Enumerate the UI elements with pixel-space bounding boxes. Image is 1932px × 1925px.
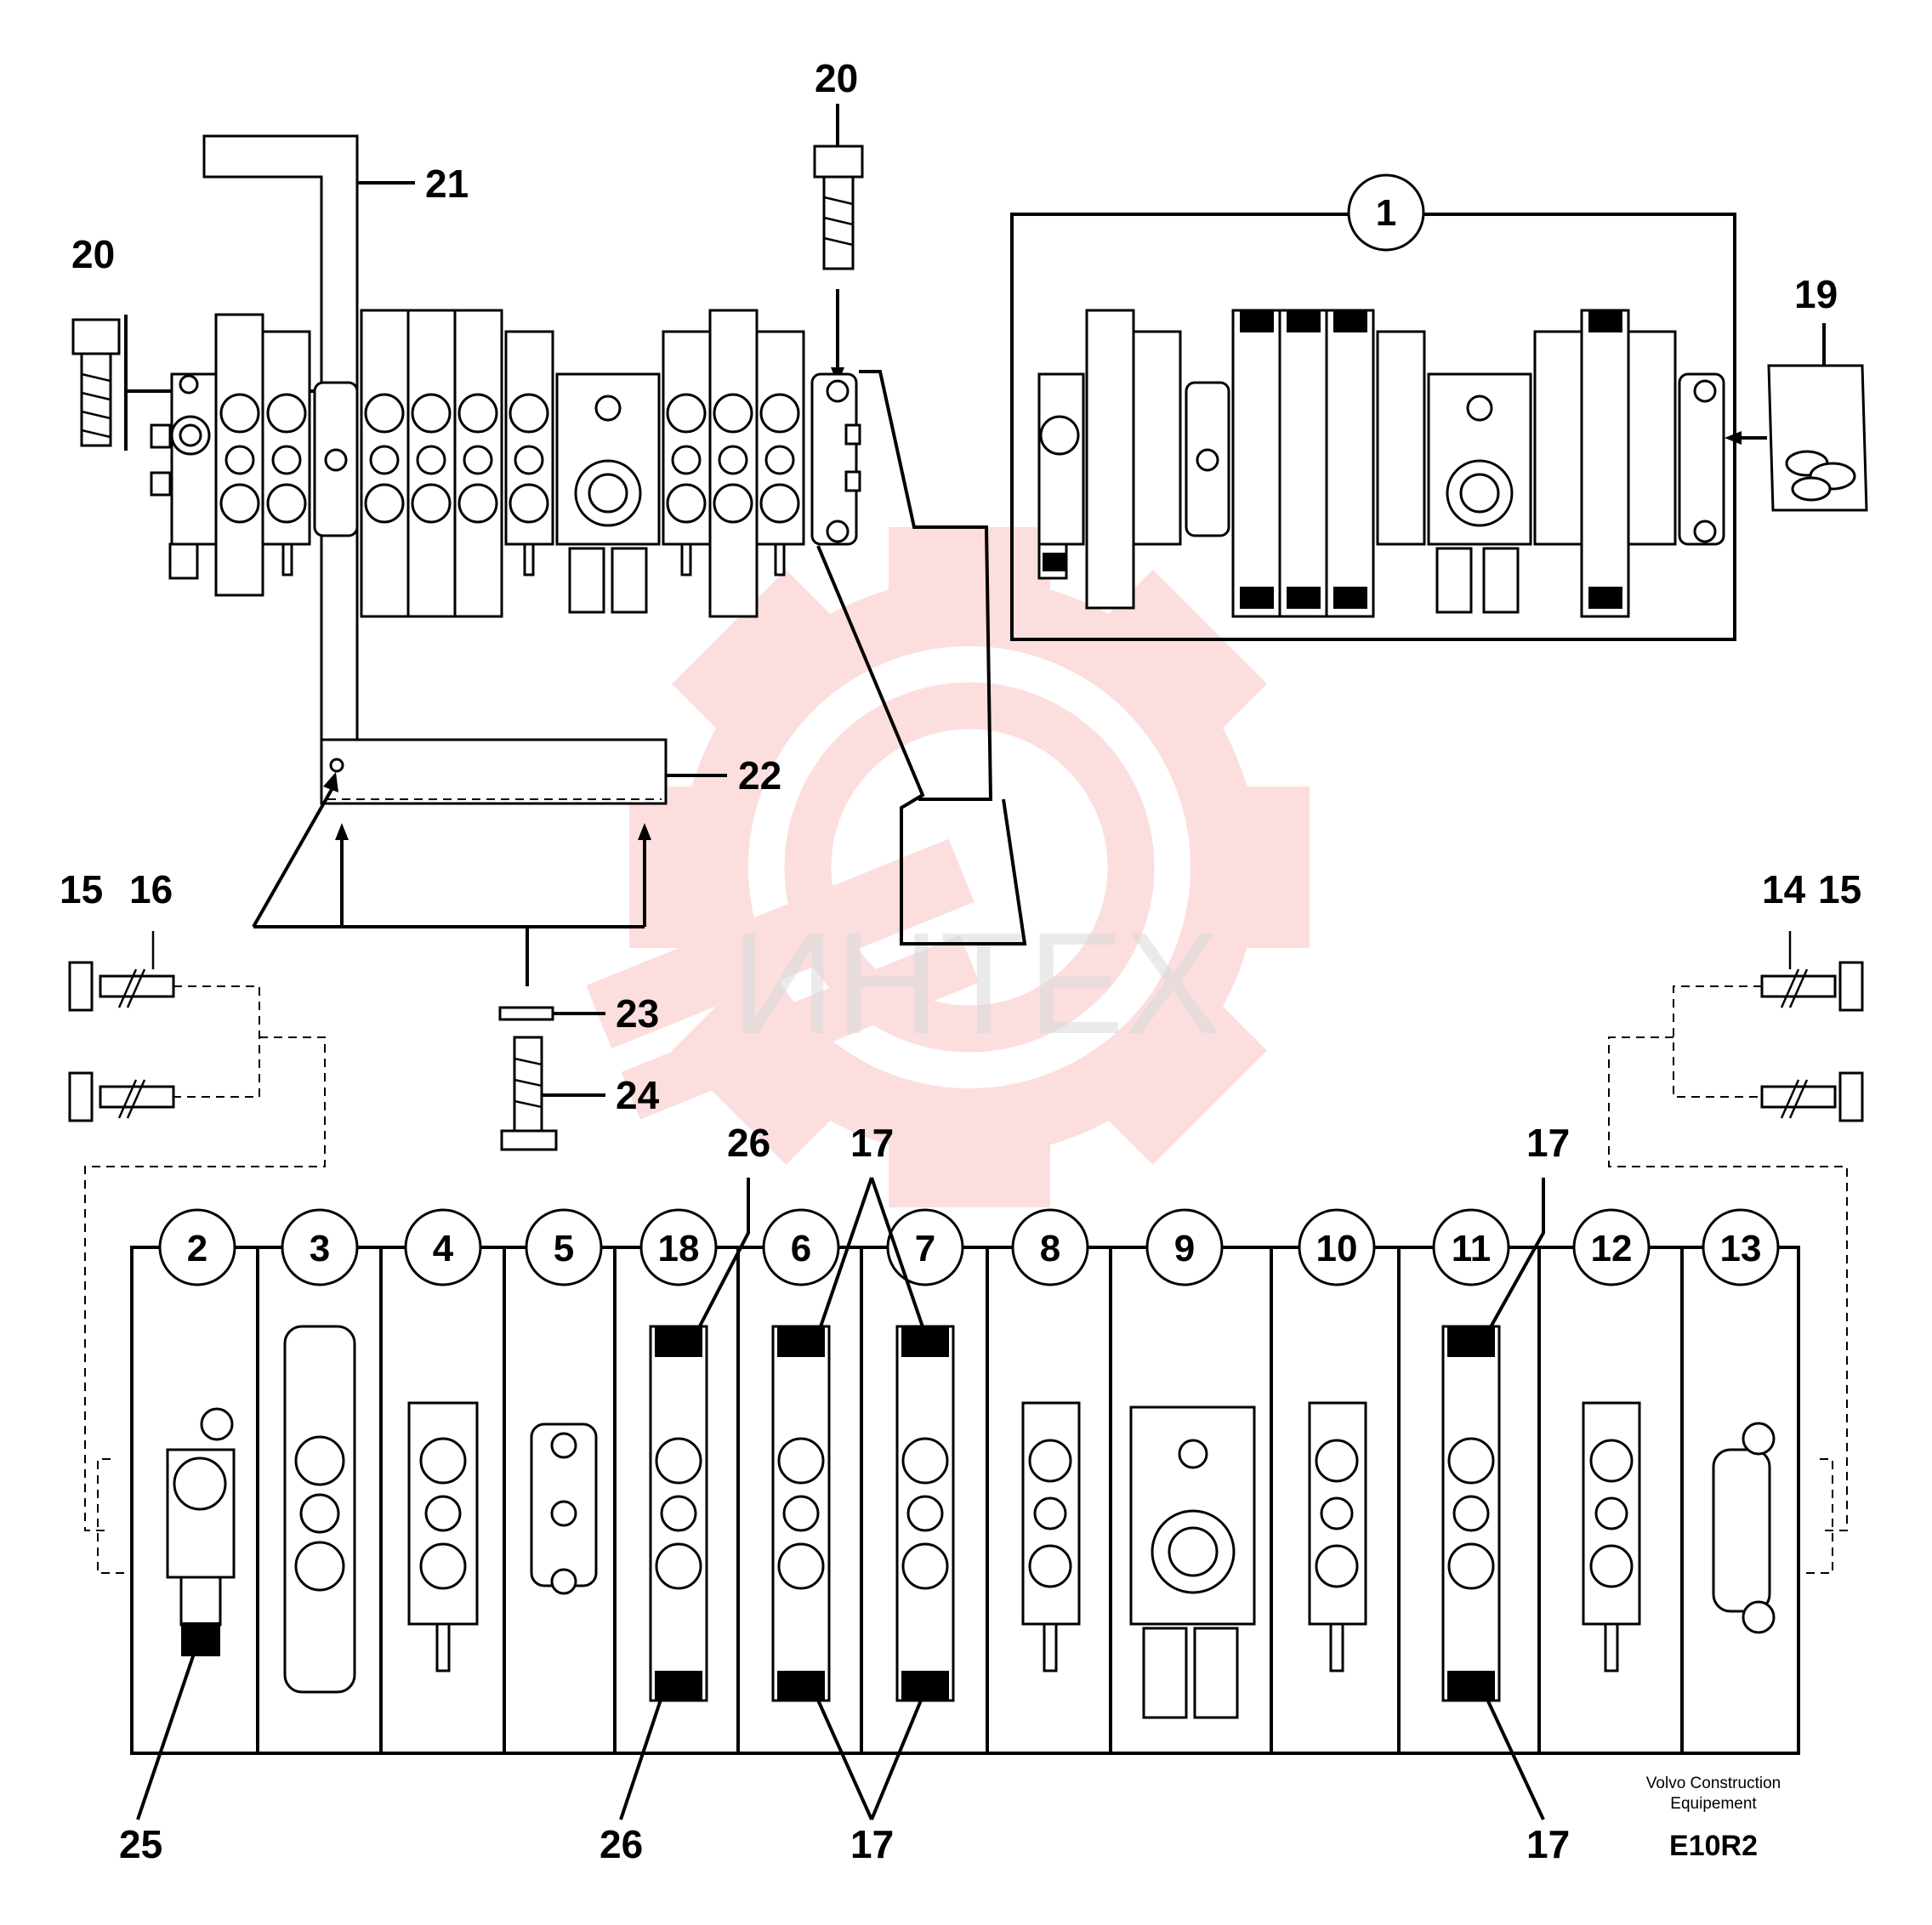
label-seal-26-top: 26 bbox=[727, 1121, 770, 1165]
section-number: 11 bbox=[1452, 1228, 1492, 1269]
bolt-top-center bbox=[813, 104, 864, 384]
section-number: 4 bbox=[433, 1228, 454, 1269]
label-seal-26-bottom: 26 bbox=[599, 1822, 643, 1866]
sections-panel bbox=[130, 1246, 1800, 1755]
label-seal-17-top-mid: 17 bbox=[850, 1121, 894, 1165]
seal-kit-bag-icon bbox=[1725, 323, 1868, 512]
label-stud-left: 16 bbox=[129, 867, 173, 911]
bracket-right bbox=[816, 370, 1027, 945]
fastener-callout-arrows bbox=[252, 772, 651, 986]
label-washer: 23 bbox=[616, 991, 659, 1036]
section-number: 5 bbox=[554, 1228, 574, 1269]
label-bolt-bottom: 24 bbox=[616, 1073, 660, 1117]
section-parts bbox=[166, 1325, 1776, 1719]
valve-bank-top bbox=[150, 309, 861, 618]
section-number: 2 bbox=[187, 1228, 207, 1269]
label-bracket: 21 bbox=[425, 162, 469, 206]
drawing-code: E10R2 bbox=[1669, 1830, 1758, 1862]
label-seal-17-top-right: 17 bbox=[1526, 1121, 1570, 1165]
stud-nut-right bbox=[1608, 931, 1864, 1574]
label-nut-left: 15 bbox=[60, 867, 103, 911]
watermark-text: ИНТЕХ bbox=[731, 903, 1221, 1065]
section-number: 3 bbox=[310, 1228, 330, 1269]
label-plug-25: 25 bbox=[119, 1822, 162, 1866]
label-stud-right: 14 bbox=[1762, 867, 1806, 911]
label-seal-kit: 19 bbox=[1794, 272, 1838, 316]
label-nut-right: 15 bbox=[1818, 867, 1861, 911]
section-number: 13 bbox=[1720, 1228, 1762, 1269]
section-number: 8 bbox=[1040, 1228, 1060, 1269]
watermark-gear-icon bbox=[586, 527, 1310, 1207]
section-number: 18 bbox=[658, 1228, 700, 1269]
bolt-bottom bbox=[500, 1036, 605, 1151]
section-number: 10 bbox=[1316, 1228, 1358, 1269]
label-bolt-top-left: 20 bbox=[71, 232, 115, 276]
section-number: 12 bbox=[1591, 1228, 1633, 1269]
section-number: 7 bbox=[915, 1228, 935, 1269]
label-seal-17-bottom-mid: 17 bbox=[850, 1822, 894, 1866]
stud-nut-left bbox=[68, 931, 326, 1574]
label-bolt-top-center: 20 bbox=[815, 56, 858, 100]
credit-line1: Volvo Construction bbox=[1646, 1775, 1781, 1792]
bar bbox=[320, 738, 727, 805]
section-badges bbox=[158, 1208, 1780, 1286]
washer bbox=[498, 1006, 605, 1021]
label-bar: 22 bbox=[738, 753, 781, 798]
seal-leader-lines bbox=[136, 1177, 1545, 1820]
label-seal-17-bottom-right: 17 bbox=[1526, 1822, 1570, 1866]
section-number: 6 bbox=[791, 1228, 811, 1269]
label-valve-kit: 1 bbox=[1376, 192, 1396, 234]
section-number: 9 bbox=[1174, 1228, 1195, 1269]
bolt-top-left bbox=[71, 315, 344, 451]
valve-kit-box bbox=[1010, 173, 1736, 641]
credit-line2: Equipement bbox=[1670, 1795, 1757, 1813]
